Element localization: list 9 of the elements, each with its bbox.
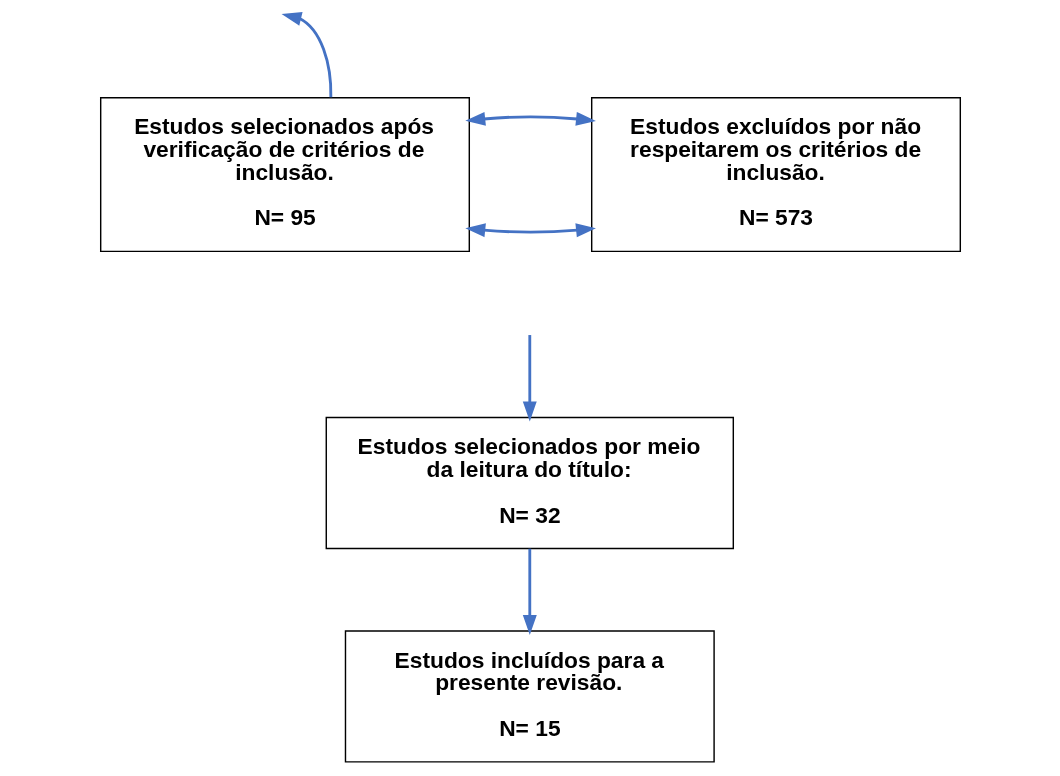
node-box: Estudos incluídos para a presente revisão. N= 15 [344,630,715,763]
arrow [464,111,596,126]
arrow [522,335,537,422]
arrow [464,223,596,238]
arrow [281,12,332,98]
node-box: Estudos selecionados por meio da leitura do título: N= 32 [325,416,734,550]
arrow [522,548,537,635]
node-box: Estudos excluídos por não respeitarem os critérios de inclusão. N= 573 [590,96,961,253]
node-box: Estudos selecionados após verificação de critérios de inclusão. N= 95 [99,96,470,253]
